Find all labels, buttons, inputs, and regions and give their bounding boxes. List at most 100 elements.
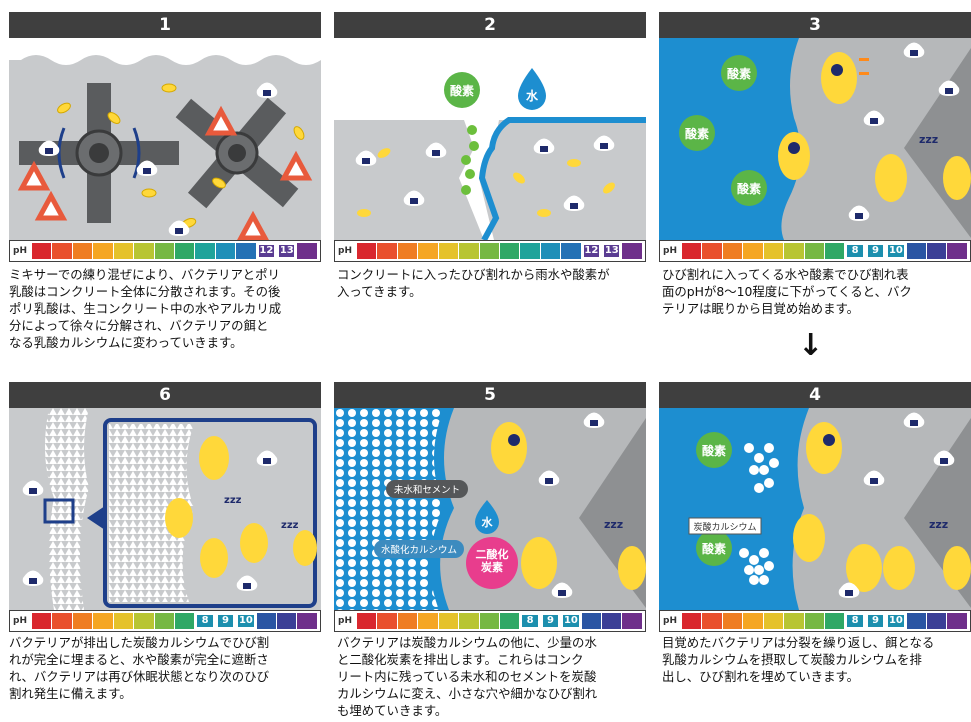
ph-swatch xyxy=(174,613,195,629)
ph-swatch-highlight: 12 xyxy=(581,243,602,259)
panel-3: 3 酸素 酸素 酸素 zzz xyxy=(659,12,971,262)
ph-swatch xyxy=(499,613,520,629)
ph-swatch-highlight: 9 xyxy=(865,613,886,629)
panel-number: 2 xyxy=(334,12,646,38)
ph-scale: pH 12 13 xyxy=(9,240,321,262)
ph-swatch xyxy=(824,613,845,629)
ph-swatch xyxy=(277,613,297,629)
ph-swatch xyxy=(927,613,947,629)
ph-swatch xyxy=(438,613,459,629)
ph-swatch xyxy=(195,243,215,259)
ph-swatch xyxy=(174,243,195,259)
ph-swatch xyxy=(561,243,581,259)
oxygen-label: 酸素 xyxy=(685,126,709,141)
ph-swatch xyxy=(438,243,459,259)
ph-swatch xyxy=(357,613,377,629)
ph-swatch-highlight: 10 xyxy=(236,613,256,629)
ph-swatch-highlight: 13 xyxy=(277,243,297,259)
panel-number: 1 xyxy=(9,12,321,38)
ph-swatch xyxy=(113,613,134,629)
ph-swatch xyxy=(154,243,174,259)
ph-swatch-highlight: 9 xyxy=(540,613,561,629)
caco3-label: 炭酸カルシウム xyxy=(693,522,756,533)
ph-swatch xyxy=(622,613,642,629)
ph-swatch xyxy=(479,613,499,629)
ph-swatch xyxy=(722,613,743,629)
panel-1: 1 xyxy=(9,12,321,262)
ph-swatch xyxy=(236,243,256,259)
zzz-label: zzz xyxy=(929,518,948,531)
oxygen-label: 酸素 xyxy=(737,181,761,196)
down-arrow-icon: ↓ xyxy=(798,328,824,363)
caption-4: 目覚めたバクテリアは分裂を繰り返し、餌となる 乳酸カルシウムを摂取して炭酸カルシ… xyxy=(662,635,935,684)
ph-swatch xyxy=(113,243,134,259)
ph-label: pH xyxy=(13,246,27,256)
ph-swatch xyxy=(52,613,72,629)
scene-mixing xyxy=(9,38,321,240)
panel-number: 3 xyxy=(659,12,971,38)
oxygen-label: 酸素 xyxy=(702,443,726,458)
ph-swatch-highlight: 8 xyxy=(845,243,865,259)
ph-swatch xyxy=(682,613,702,629)
ph-swatch xyxy=(784,613,804,629)
ph-swatch xyxy=(499,243,520,259)
ph-swatch xyxy=(763,243,784,259)
panel-number: 4 xyxy=(659,382,971,408)
ph-swatch xyxy=(622,243,642,259)
panel-4: 4 酸素 酸素 炭酸カルシウム xyxy=(659,382,971,632)
ph-swatch xyxy=(357,243,377,259)
scene-filling: 酸素 酸素 炭酸カルシウム zzz xyxy=(659,408,971,610)
caption-1: ミキサーでの練り混ぜにより、バクテリアとポリ 乳酸はコンクリート全体に分散されま… xyxy=(9,267,282,350)
caption-5: バクテリアは炭酸カルシウムの他に、少量の水 と二酸化炭素を排出します。これらはコ… xyxy=(337,635,598,718)
water-label: 水 xyxy=(526,88,539,103)
ph-swatch xyxy=(297,243,317,259)
water-drop-icon xyxy=(518,68,546,110)
oxygen-label: 酸素 xyxy=(450,83,474,98)
zzz-label: zzz xyxy=(224,495,242,506)
ph-label: pH xyxy=(338,616,352,626)
bacteria-icon xyxy=(491,422,646,590)
ph-swatch-highlight: 8 xyxy=(520,613,540,629)
rice-ball-icon xyxy=(838,412,955,598)
co2-label: 二酸化炭素 xyxy=(476,547,509,574)
ph-label: pH xyxy=(663,246,677,256)
mixer-icon xyxy=(19,83,179,223)
ph-swatch xyxy=(743,613,763,629)
ph-label: pH xyxy=(338,246,352,256)
ph-swatch xyxy=(804,243,824,259)
oxygen-icon xyxy=(679,55,767,206)
caption-2: コンクリートに入ったひび割れから雨水や酸素が 入ってきます。 xyxy=(337,267,610,299)
panel-5: 5 未水和セメント 水酸化カルシウム 水 二酸化炭素 xyxy=(334,382,646,632)
ph-swatch xyxy=(784,243,804,259)
ph-swatch-highlight: 9 xyxy=(215,613,236,629)
ph-swatch xyxy=(947,613,967,629)
ph-swatch xyxy=(215,243,236,259)
ph-swatch xyxy=(722,243,743,259)
rice-ball-icon xyxy=(38,82,278,236)
ph-swatch xyxy=(763,613,784,629)
ph-swatch xyxy=(52,243,72,259)
ph-swatch xyxy=(682,243,702,259)
ph-swatch xyxy=(824,243,845,259)
panel-number: 5 xyxy=(334,382,646,408)
ph-label: pH xyxy=(13,616,27,626)
scene-sealed: zzz zzz xyxy=(9,408,321,610)
ph-swatch xyxy=(459,613,479,629)
ph-swatch xyxy=(72,243,93,259)
ph-swatch xyxy=(459,243,479,259)
ph-scale: pH 12 13 xyxy=(334,240,646,262)
label-bubble xyxy=(386,480,468,498)
ph-scale: pH 8 9 10 xyxy=(9,610,321,632)
ph-swatch xyxy=(397,243,418,259)
scene-byproducts: 未水和セメント 水酸化カルシウム 水 二酸化炭素 zzz xyxy=(334,408,646,610)
ph-swatch xyxy=(93,243,113,259)
label-box xyxy=(688,517,762,535)
ph-swatch xyxy=(906,243,927,259)
ph-label: pH xyxy=(663,616,677,626)
zzz-label: zzz xyxy=(604,518,623,531)
ph-swatch xyxy=(927,243,947,259)
ph-swatch xyxy=(297,613,317,629)
label-bubble xyxy=(374,540,464,558)
ph-swatch-highlight: 9 xyxy=(865,243,886,259)
panel-6: 6 zzz zzz xyxy=(9,382,321,632)
